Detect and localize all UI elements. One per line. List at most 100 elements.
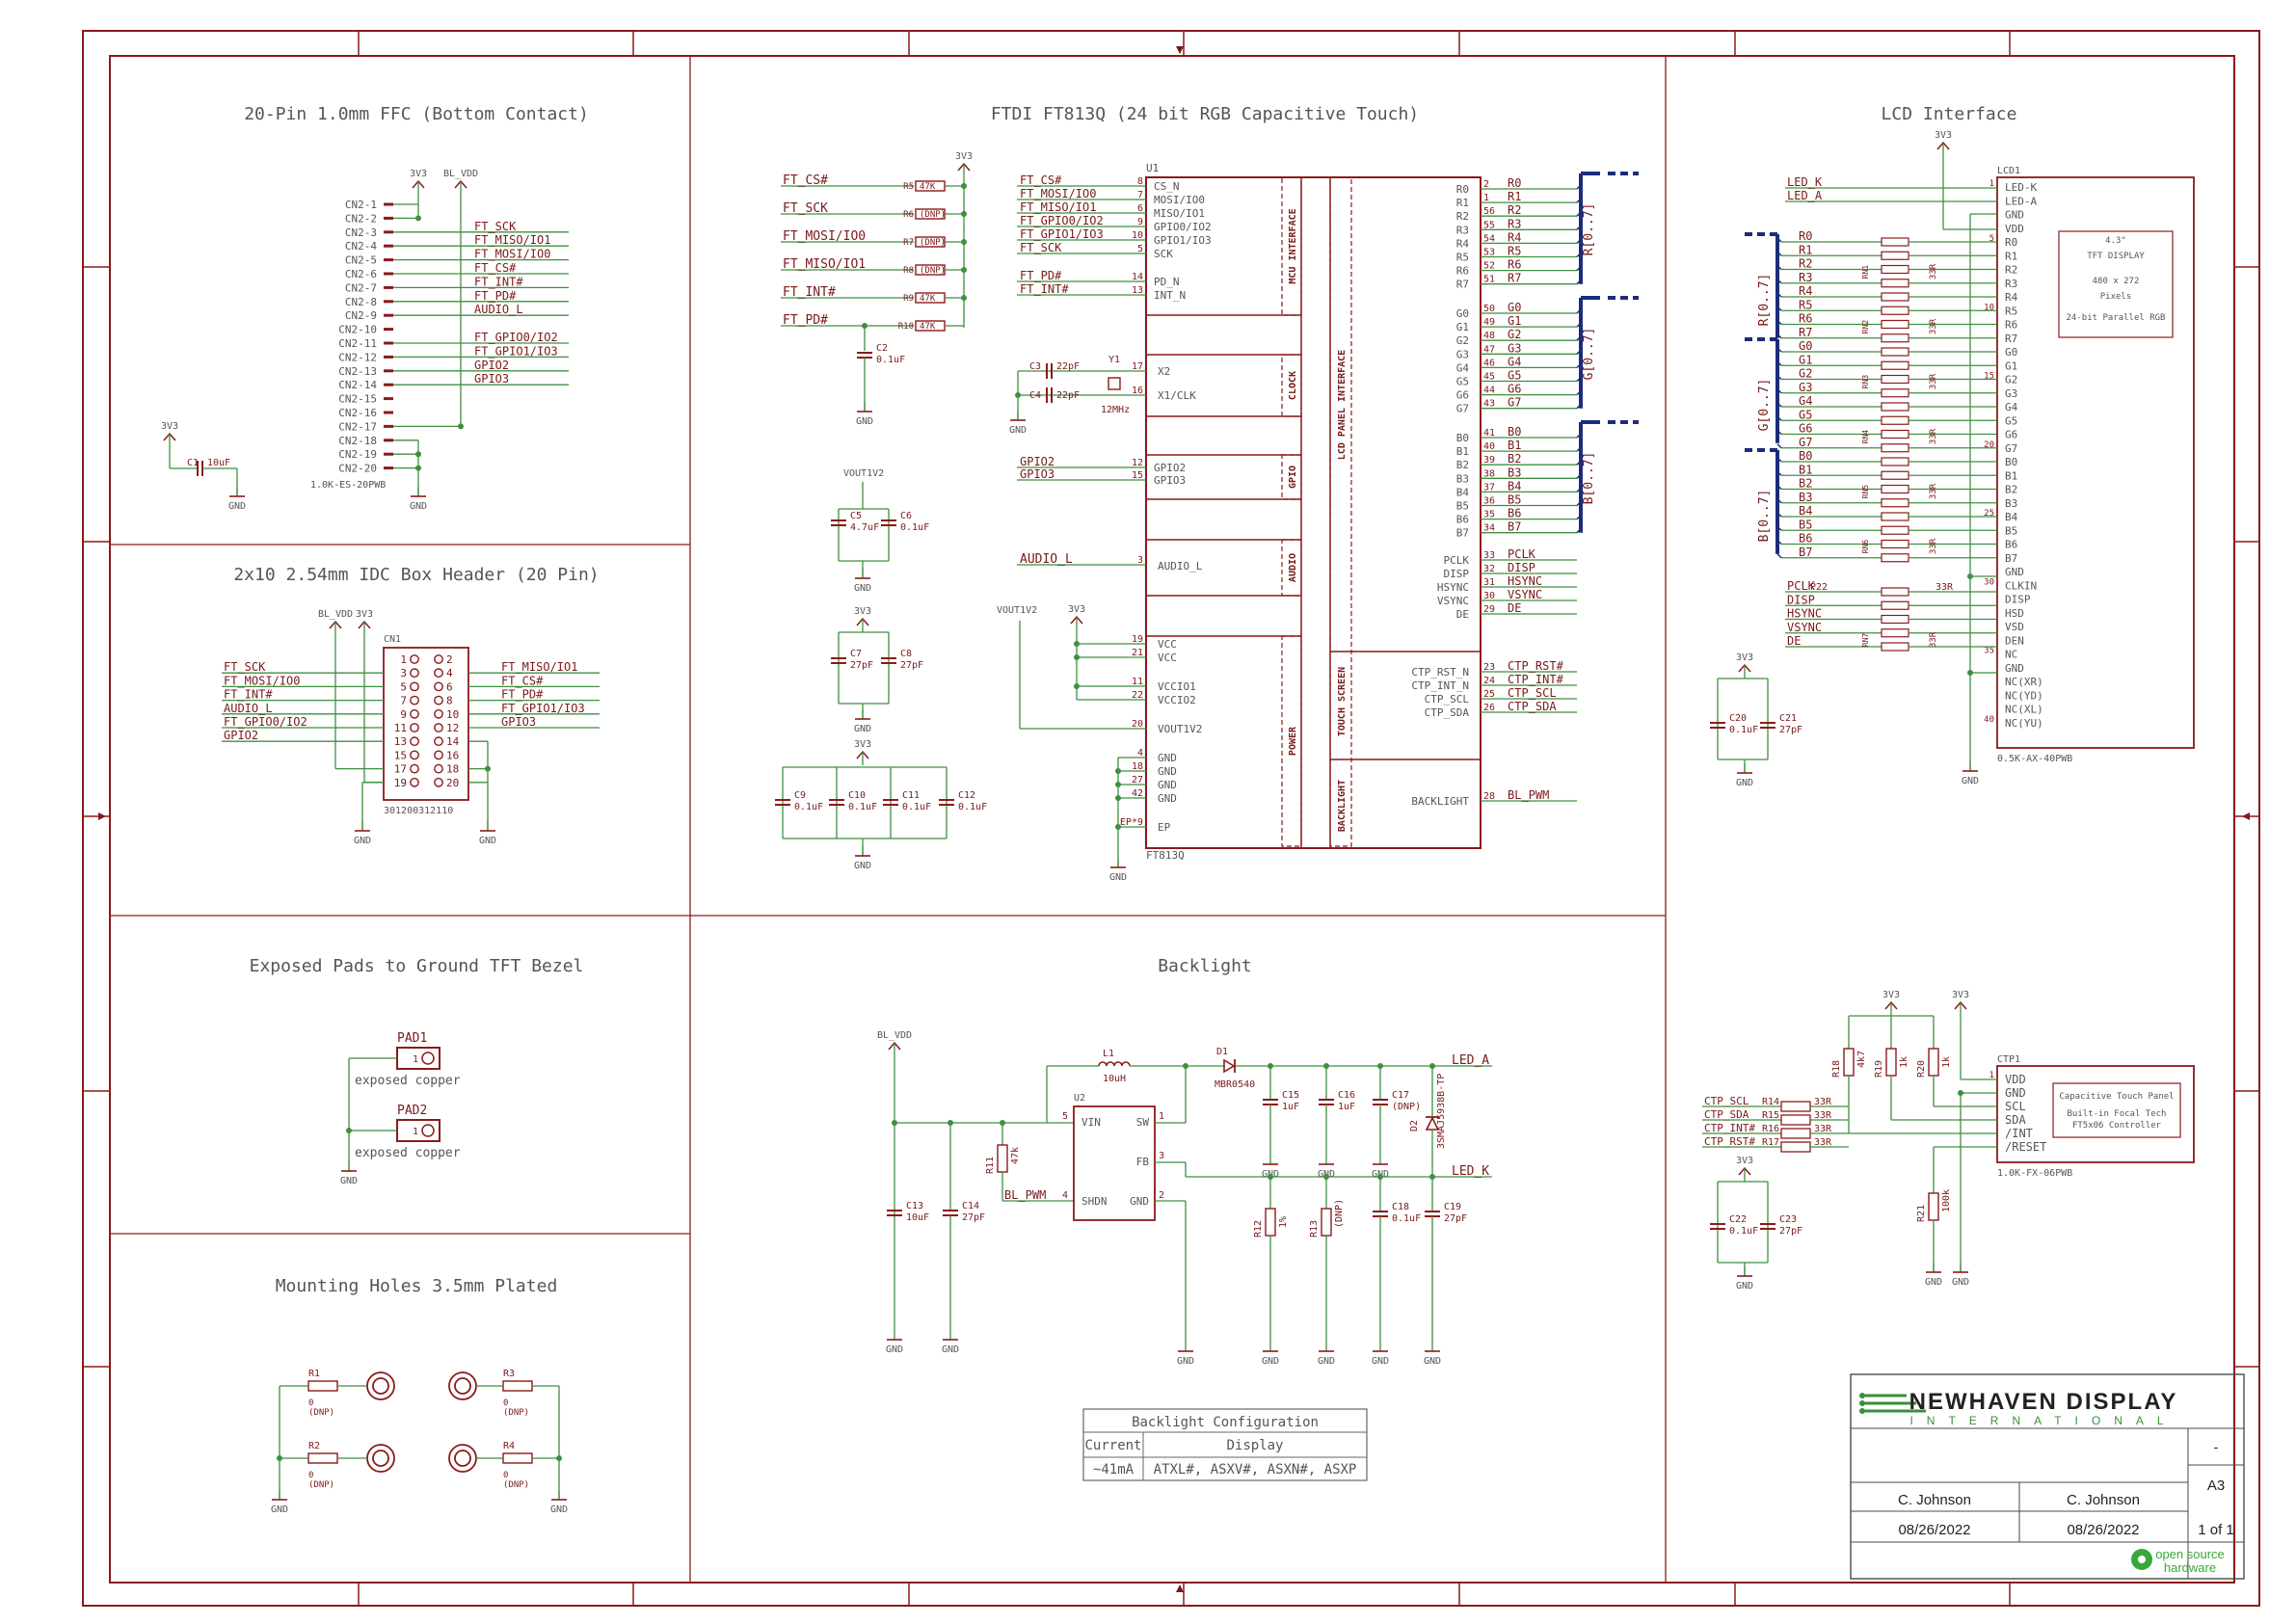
rn-value: 33R xyxy=(1929,428,1938,444)
ffc-net-label: FT_GPIO1/IO3 xyxy=(474,344,558,358)
junction-dot xyxy=(961,239,967,245)
net-label: B4 xyxy=(1799,504,1812,518)
resistor-body xyxy=(1780,1114,1811,1126)
net-label: B1 xyxy=(1508,439,1521,452)
lcd-pin-name: G4 xyxy=(2005,401,2018,413)
pin-number: 33 xyxy=(1483,550,1495,561)
net-label: AUDIO_L xyxy=(224,702,273,715)
ffc-pin-label: CN2-15 xyxy=(338,393,377,406)
pin-number: 13 xyxy=(1132,285,1143,296)
gnd-label: GND xyxy=(854,724,871,734)
lcd-pin-name: VSD xyxy=(2005,621,2024,633)
pin-number: 8 xyxy=(446,695,453,707)
header-pin xyxy=(434,654,443,664)
net-label: GPIO3 xyxy=(501,715,536,729)
pin-number: 1 xyxy=(400,653,407,666)
net-label: LED_K xyxy=(1787,175,1823,189)
header-pin xyxy=(434,777,443,787)
pin-number: 23 xyxy=(1483,662,1495,673)
pin-number: 51 xyxy=(1483,275,1495,285)
resistor-ref: P22 xyxy=(1810,582,1828,593)
bus-label: R[0..7] xyxy=(1757,274,1772,327)
power-label: VOUT1V2 xyxy=(843,468,884,479)
inductor-coil xyxy=(1113,1061,1123,1067)
junction-dot xyxy=(556,1455,562,1461)
capacitor-value: 0.1uF xyxy=(848,802,877,812)
net-label: B3 xyxy=(1508,466,1521,479)
pin-name: R4 xyxy=(1456,237,1470,250)
rn-value: 33R xyxy=(1929,538,1938,554)
pin-number: 12 xyxy=(1132,458,1143,468)
pin-number: 31 xyxy=(1483,577,1495,588)
resistor-value: (DNP) xyxy=(920,210,946,220)
pin-name: SW xyxy=(1136,1116,1150,1129)
lcd-pin-name: G1 xyxy=(2005,359,2017,372)
header-pin xyxy=(434,708,443,719)
pin-number: 22 xyxy=(1132,690,1143,701)
rn-element xyxy=(1881,415,1909,425)
lcd-pin-name: GND xyxy=(2005,566,2024,578)
pad-label: exposed copper xyxy=(355,1146,461,1160)
ffc-pin-label: CN2-16 xyxy=(338,407,377,419)
rn-label: RN6 xyxy=(1861,540,1870,554)
pin-name: FB xyxy=(1136,1156,1150,1168)
power-label: 3V3 xyxy=(1935,130,1952,141)
capacitor-ref: C19 xyxy=(1444,1202,1461,1212)
newhaven-logo-icon xyxy=(1859,1393,1926,1414)
pin-number: 10 xyxy=(446,708,459,721)
bus-entry xyxy=(1776,443,1782,449)
resistor-dnp: (DNP) xyxy=(308,1480,334,1490)
net-label: FT_PD# xyxy=(501,688,544,702)
power-label: 3V3 xyxy=(1068,604,1085,615)
pin-number: 3 xyxy=(1159,1151,1164,1161)
gnd-label: GND xyxy=(354,836,371,846)
mounting-hole xyxy=(448,1444,477,1473)
pin-number: 29 xyxy=(1483,604,1495,615)
capacitor-ref: C21 xyxy=(1779,713,1797,724)
capacitor-value: 10uF xyxy=(207,458,230,468)
bus-label: B[0..7] xyxy=(1757,490,1772,543)
section-title: Backlight xyxy=(1158,956,1252,976)
pin-number: EP*9 xyxy=(1120,817,1143,828)
junction-dot xyxy=(961,295,967,301)
pin-number: 1 xyxy=(1483,193,1489,203)
gnd-label: GND xyxy=(854,583,871,594)
pin-number: 47 xyxy=(1483,344,1495,355)
capacitor-ref: C23 xyxy=(1779,1214,1797,1225)
resistor-value: 1% xyxy=(1278,1216,1289,1228)
rn-value: 33R xyxy=(1929,373,1938,389)
net-label: B7 xyxy=(1508,520,1521,534)
power-label: 3V3 xyxy=(955,151,973,162)
inductor-value: 10uH xyxy=(1103,1074,1126,1084)
net-label: G6 xyxy=(1799,422,1812,436)
pin-number: 5 xyxy=(1137,244,1143,254)
mounting-hole xyxy=(366,1371,395,1400)
rn-element xyxy=(1881,484,1909,494)
net-label: R5 xyxy=(1799,298,1812,311)
net-label: R7 xyxy=(1508,272,1521,285)
header-pin xyxy=(410,681,419,692)
pin-number: 27 xyxy=(1132,775,1143,785)
header-pin xyxy=(410,763,419,774)
lcd-pin-name: B7 xyxy=(2005,552,2017,565)
rn-label: RN3 xyxy=(1861,375,1870,389)
power-label: 3V3 xyxy=(1882,990,1900,1000)
header-pin xyxy=(434,763,443,774)
table-title: Backlight Configuration xyxy=(1132,1415,1319,1430)
power-label: VOUT1V2 xyxy=(997,605,1037,616)
pin-number: 16 xyxy=(446,749,459,761)
pin-name: G7 xyxy=(1456,403,1469,415)
junction-dot xyxy=(346,1128,352,1133)
mounting-hole xyxy=(366,1444,395,1473)
power-label: 3V3 xyxy=(854,739,871,750)
center-arrow-right xyxy=(2242,812,2250,820)
pin-number: 11 xyxy=(1132,677,1143,687)
pin-number: 45 xyxy=(1483,372,1495,383)
net-label: B5 xyxy=(1799,518,1812,531)
net-label: B0 xyxy=(1508,425,1521,439)
ffc-pin-label: CN2-19 xyxy=(338,448,377,461)
pin-number: 6 xyxy=(1137,203,1143,214)
ffc-pin-label: CN2-8 xyxy=(345,296,377,308)
pin-name: CS_N xyxy=(1154,180,1180,193)
